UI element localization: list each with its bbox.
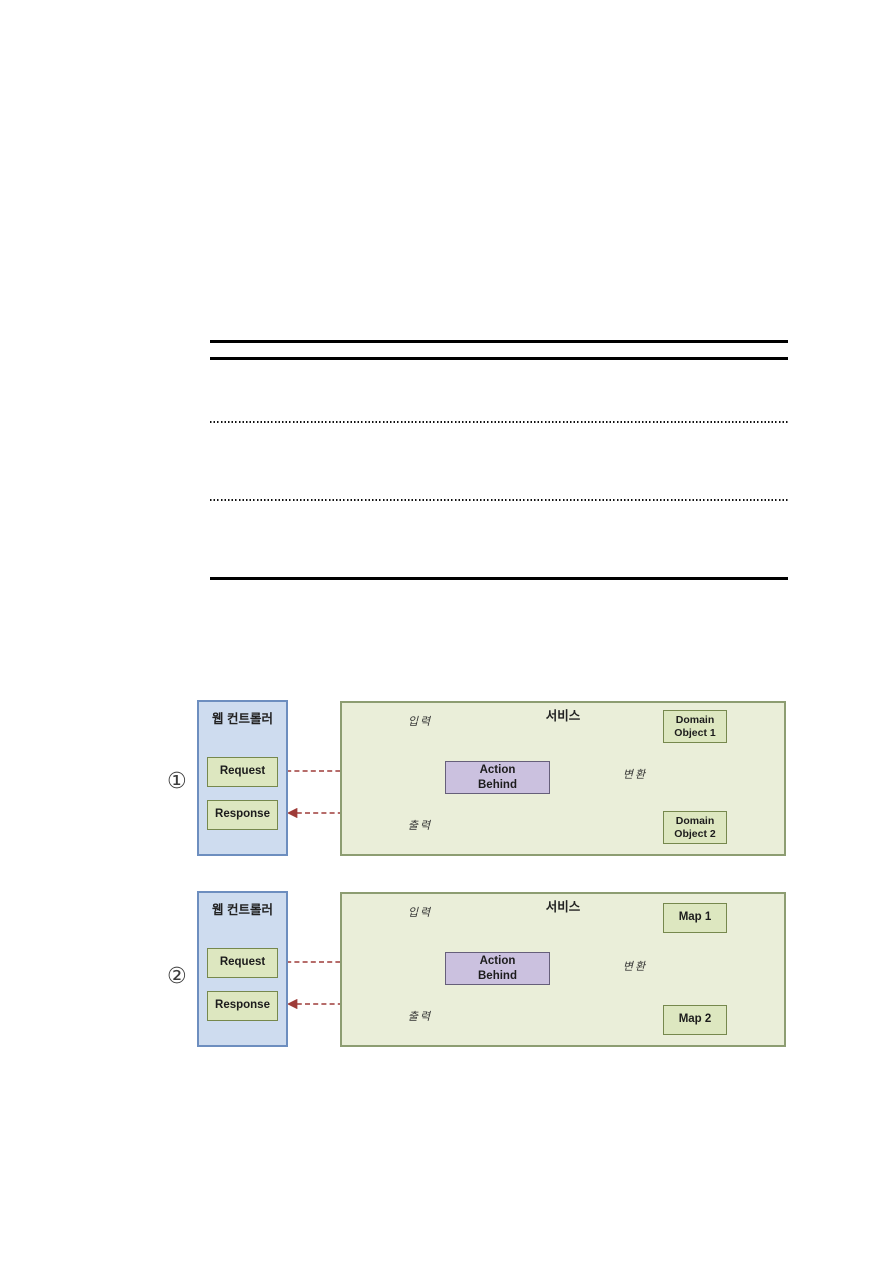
response-box-1: Response [207,800,278,830]
input-label-2: 입력 [407,907,433,919]
request-box-1: Request [207,757,278,787]
table-top-border [210,340,788,343]
transform-label-2: 변환 [622,961,648,973]
request-label: Request [219,956,266,969]
service-title-2: 서비스 [545,900,581,914]
domain-object-1-box: Domain Object 1 [663,710,727,743]
map-2-box: Map 2 [663,1005,727,1035]
input-label-1: 입력 [407,716,433,728]
action-behind-box-1: Action Behind [445,761,550,794]
map-1-box: Map 1 [663,903,727,933]
request-box-2: Request [207,948,278,978]
domain-object-2-label: Domain Object 2 [674,814,716,840]
web-controller-title-1: 웹 컨트롤러 [212,712,273,726]
response-label: Response [215,999,270,1012]
output-label-2: 출력 [407,1011,433,1023]
web-controller-title-2: 웹 컨트롤러 [212,903,273,917]
table-header-border [210,357,788,360]
diagram-number-1: ① [167,768,187,793]
table-row-divider [210,421,788,423]
domain-object-1-label: Domain Object 1 [674,713,716,739]
request-label: Request [219,765,266,778]
action-behind-label: Action Behind [478,955,517,982]
map-2-label: Map 2 [678,1013,712,1026]
domain-object-2-box: Domain Object 2 [663,811,727,844]
action-behind-box-2: Action Behind [445,952,550,985]
transform-label-1: 변환 [622,769,648,781]
response-label: Response [215,808,270,821]
map-1-label: Map 1 [678,911,712,924]
table-bottom-border [210,577,788,580]
diagram-number-2: ② [167,963,187,988]
output-label-1: 출력 [407,820,433,832]
service-title-1: 서비스 [545,709,581,723]
response-box-2: Response [207,991,278,1021]
action-behind-label: Action Behind [478,764,517,791]
table-row-divider [210,499,788,501]
